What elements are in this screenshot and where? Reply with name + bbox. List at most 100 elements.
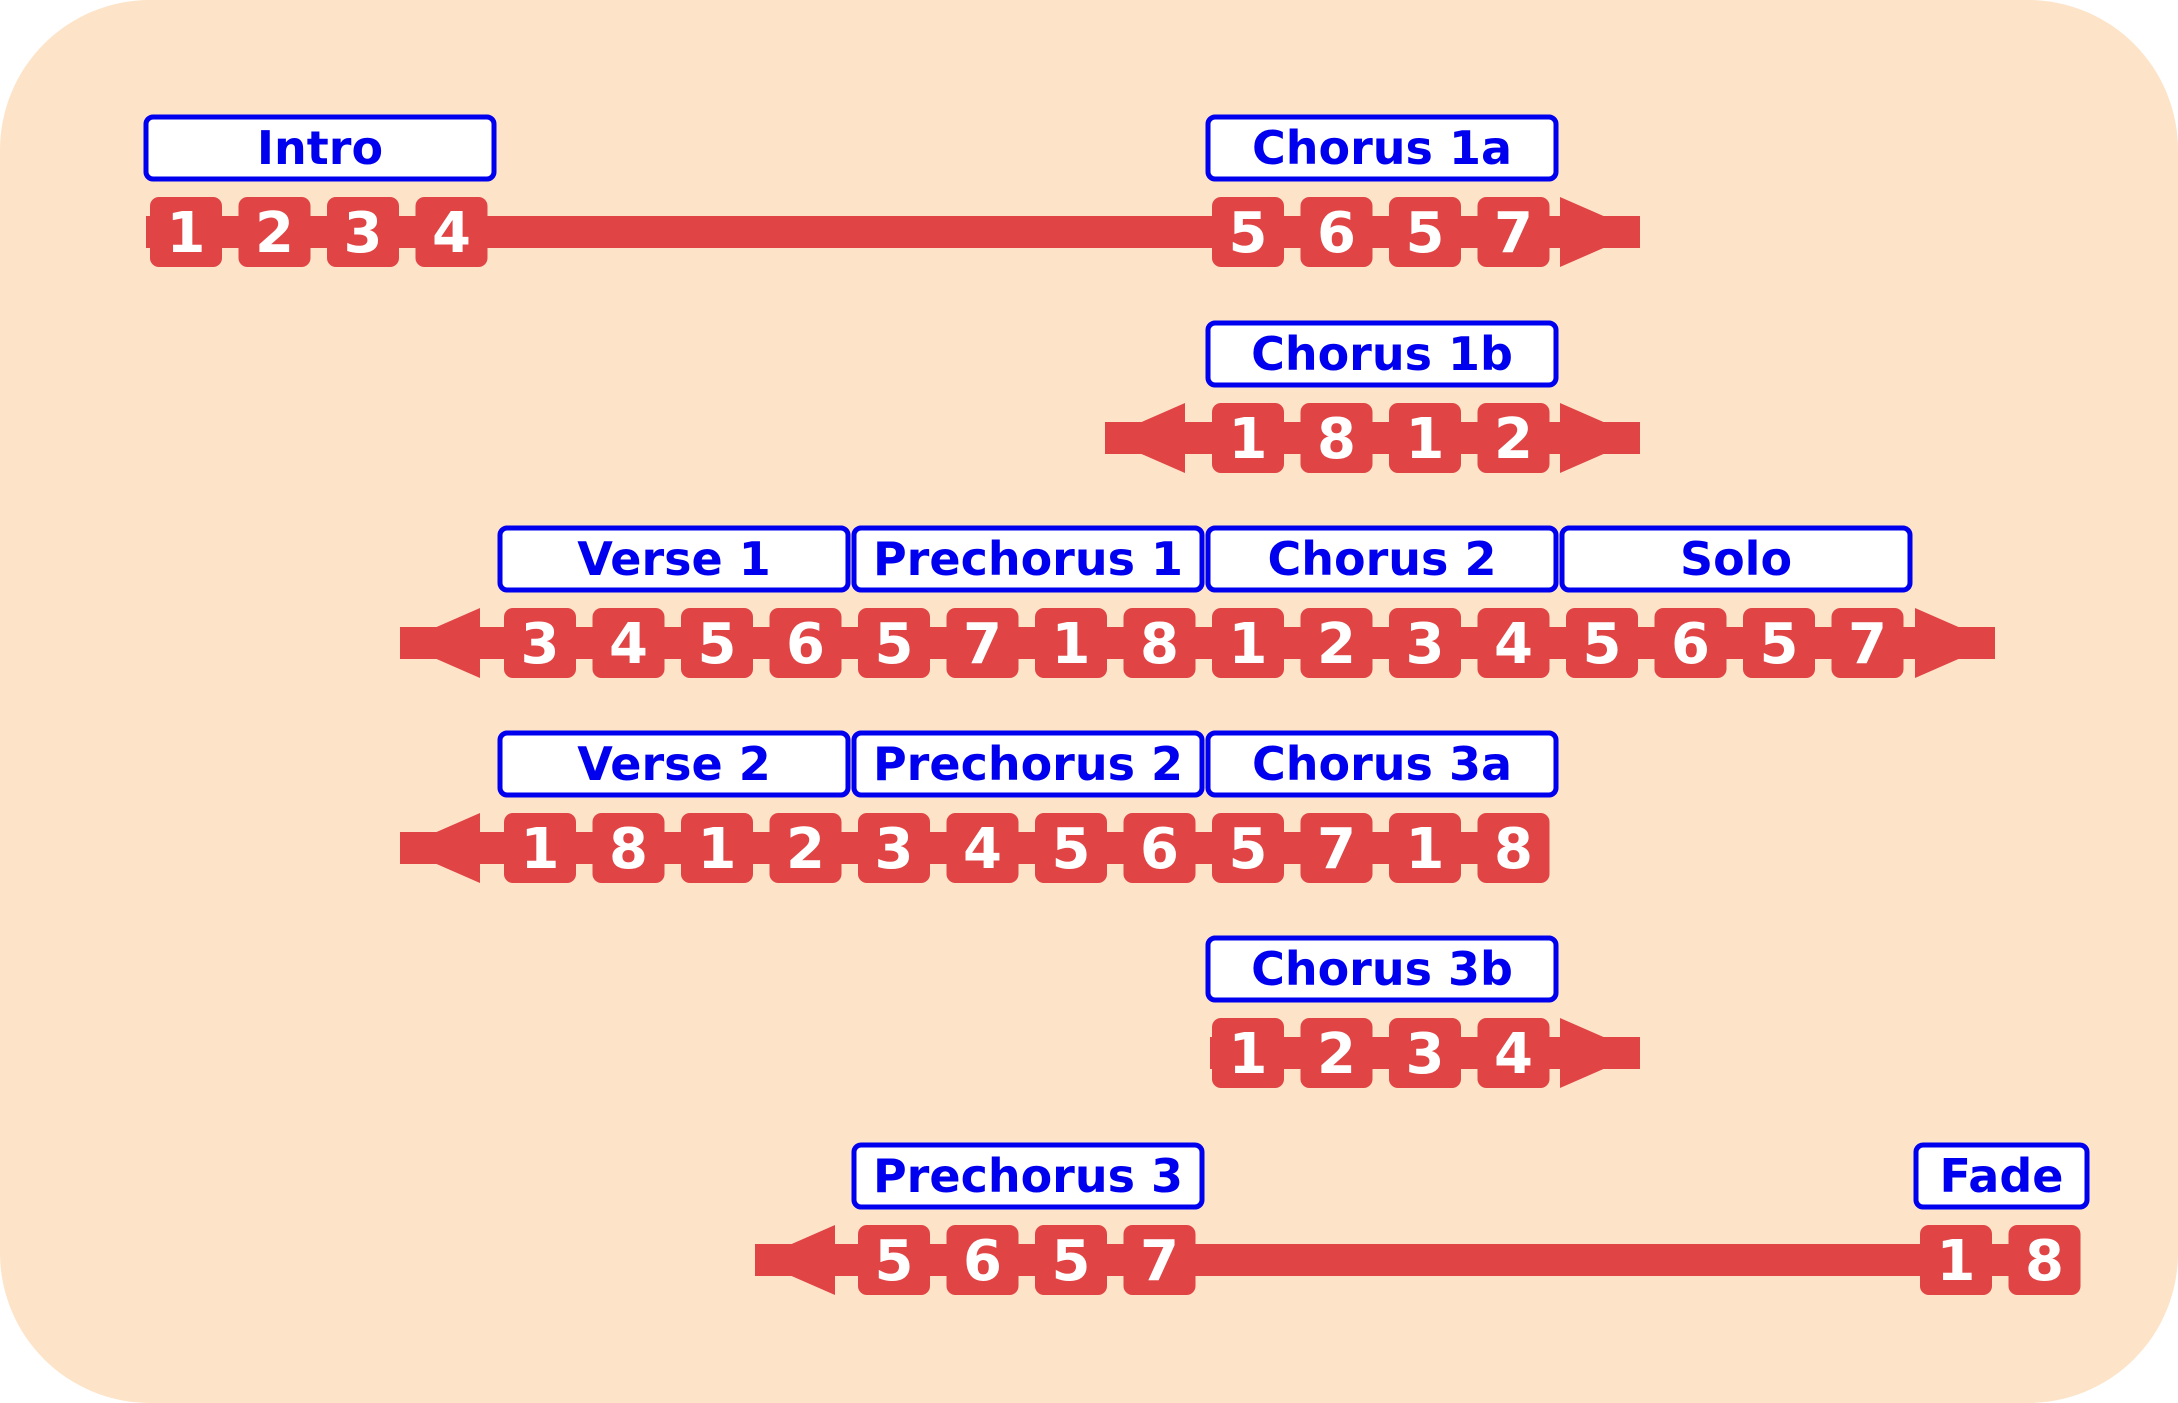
beat-box	[1212, 608, 1284, 678]
beat-box	[1389, 1018, 1461, 1088]
beat-box	[1389, 813, 1461, 883]
arrow-head-right	[1560, 403, 1640, 473]
beat: 5	[1212, 197, 1284, 267]
beat-box	[1300, 197, 1373, 267]
beat: 7	[1477, 197, 1550, 267]
beat: 4	[415, 197, 488, 267]
beat-box	[858, 1225, 930, 1295]
beat-box	[1743, 608, 1815, 678]
beat: 7	[1123, 1225, 1196, 1295]
beat-number: 8	[1317, 407, 1356, 472]
section-label-text: Chorus 1b	[1251, 327, 1513, 381]
beat-number: 7	[963, 612, 1002, 677]
beat-number: 6	[963, 1229, 1002, 1294]
beat-number: 5	[1229, 201, 1268, 266]
beat-number: 1	[521, 817, 560, 882]
beat: 5	[1035, 1225, 1107, 1295]
beat-number: 1	[1406, 817, 1445, 882]
section-label-box	[851, 730, 1205, 798]
beat-box	[592, 813, 665, 883]
beat-box	[1123, 1225, 1196, 1295]
section-label: Prechorus 2	[851, 730, 1205, 798]
beat-box	[1477, 608, 1550, 678]
beat-box	[1300, 608, 1373, 678]
beat-box	[1035, 813, 1107, 883]
beat-box	[946, 1225, 1019, 1295]
section-label: Chorus 3a	[1205, 730, 1559, 798]
beat: 5	[1035, 813, 1107, 883]
section-label-text: Verse 2	[577, 737, 771, 791]
beat: 1	[150, 197, 222, 267]
beat: 8	[2008, 1225, 2081, 1295]
beat-box	[1389, 197, 1461, 267]
beat-number: 4	[609, 612, 648, 677]
beat-number: 4	[432, 201, 471, 266]
beat-number: 4	[1494, 1022, 1533, 1087]
beat-number: 3	[1406, 1022, 1445, 1087]
beat-box	[150, 197, 222, 267]
section-label-text: Fade	[1940, 1149, 2064, 1203]
section-label: Fade	[1913, 1142, 2090, 1210]
beat-box	[1654, 608, 1727, 678]
beat: 4	[1477, 1018, 1550, 1088]
beat: 1	[1035, 608, 1107, 678]
beat: 8	[592, 813, 665, 883]
section-label-box	[497, 730, 851, 798]
beat: 5	[1389, 197, 1461, 267]
beat-box	[238, 197, 311, 267]
beat-number: 8	[609, 817, 648, 882]
beat-box	[1477, 403, 1550, 473]
beat-box	[1123, 813, 1196, 883]
beat-number: 5	[1052, 1229, 1091, 1294]
beat-box	[592, 608, 665, 678]
beat: 8	[1123, 608, 1196, 678]
arrow-head-left	[400, 608, 480, 678]
arrow-head-right	[1915, 608, 1995, 678]
arrow-head-left	[1105, 403, 1185, 473]
beat-number: 3	[1406, 612, 1445, 677]
beat-number: 1	[167, 201, 206, 266]
section-label-text: Solo	[1680, 532, 1792, 586]
section-label-box	[1205, 730, 1559, 798]
section-label: Chorus 1a	[1205, 114, 1559, 182]
beat: 1	[1212, 1018, 1284, 1088]
section-label-box	[851, 1142, 1205, 1210]
beat-number: 1	[1229, 407, 1268, 472]
section-label: Verse 1	[497, 525, 851, 593]
section-label: Prechorus 1	[851, 525, 1205, 593]
beat: 5	[1212, 813, 1284, 883]
beat: 6	[1123, 813, 1196, 883]
beat-number: 5	[875, 612, 914, 677]
beat-number: 3	[875, 817, 914, 882]
beat-box	[1477, 1018, 1550, 1088]
section-label-text: Chorus 3a	[1252, 737, 1512, 791]
beat-box	[1035, 1225, 1107, 1295]
beat-number: 5	[1406, 201, 1445, 266]
beat: 3	[504, 608, 576, 678]
beat-box	[769, 608, 842, 678]
beat-number: 7	[1140, 1229, 1179, 1294]
section-label-text: Chorus 1a	[1252, 121, 1512, 175]
beat-number: 8	[1140, 612, 1179, 677]
beat-box	[681, 813, 753, 883]
arrow-head-right	[1560, 197, 1640, 267]
beat-box	[1389, 608, 1461, 678]
beat-number: 1	[1937, 1229, 1976, 1294]
beat: 2	[238, 197, 311, 267]
beat: 4	[1477, 608, 1550, 678]
beat-box	[1300, 813, 1373, 883]
beat-box	[1300, 1018, 1373, 1088]
beat: 5	[681, 608, 753, 678]
beat: 3	[1389, 1018, 1461, 1088]
beat: 7	[946, 608, 1019, 678]
beat-box	[1920, 1225, 1992, 1295]
beat-number: 8	[2025, 1229, 2064, 1294]
beat-box	[2008, 1225, 2081, 1295]
section-label-text: Chorus 2	[1268, 532, 1497, 586]
beat-number: 7	[1317, 817, 1356, 882]
beat-box	[1212, 197, 1284, 267]
beat-number: 8	[1494, 817, 1533, 882]
beat: 6	[1654, 608, 1727, 678]
